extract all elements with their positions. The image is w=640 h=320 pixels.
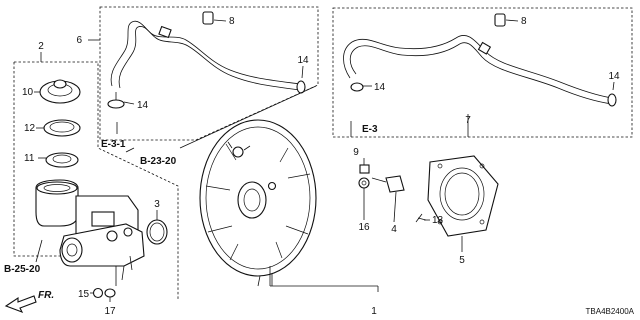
callout-12: 12 — [24, 123, 36, 134]
ref-pointer-b2520 — [35, 239, 43, 263]
brake-booster — [179, 85, 379, 292]
callout-17: 17 — [104, 306, 116, 317]
master-cylinder-group — [13, 52, 179, 302]
ref-e-3-1: E-3-1 — [101, 139, 126, 150]
ref-e-3: E-3 — [362, 124, 378, 135]
callout-5: 5 — [459, 255, 465, 266]
front-label: FR. — [38, 290, 54, 301]
callout-2: 2 — [38, 41, 44, 52]
callout-14-inset7-right: 14 — [608, 71, 620, 82]
callout-4: 4 — [391, 224, 397, 235]
callout-14-inset6-right: 14 — [297, 55, 309, 66]
callout-8-right: 8 — [521, 16, 527, 27]
callout-11: 11 — [24, 153, 35, 164]
callout-3: 3 — [154, 199, 160, 210]
callout-1: 1 — [371, 306, 377, 317]
diagram-code: TBA4B2400A — [586, 307, 635, 316]
callout-14-inset7-left: 14 — [374, 82, 386, 93]
callout-8-left: 8 — [229, 16, 235, 27]
ref-b-23-20: B-23-20 — [140, 156, 177, 167]
callout-14-inset6-left: 14 — [137, 100, 149, 111]
callout-7: 7 — [465, 115, 471, 126]
ref-b-25-20: B-25-20 — [4, 264, 41, 275]
callout-15: 15 — [78, 289, 90, 300]
callout-10: 10 — [22, 87, 34, 98]
inset-box-hose-6 — [88, 6, 319, 141]
ref-pointer-b2320 — [125, 147, 135, 153]
callout-13: 13 — [432, 215, 444, 226]
callout-9: 9 — [353, 147, 359, 158]
callout-16: 16 — [358, 222, 370, 233]
callout-6: 6 — [76, 35, 82, 46]
front-direction-arrow-icon — [4, 295, 37, 314]
inset-box-hose-7 — [332, 7, 633, 138]
booster-mounting-parts — [358, 155, 499, 252]
